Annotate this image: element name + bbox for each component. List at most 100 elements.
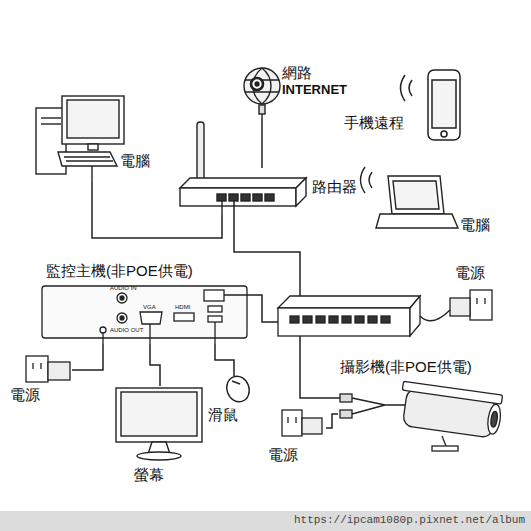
router-device-part bbox=[180, 178, 306, 188]
router-device-part bbox=[296, 178, 306, 206]
router-switch-cable-part bbox=[234, 201, 300, 298]
port-label: AUDIO OUT bbox=[110, 327, 143, 334]
label-anchor: AUDIO OUT bbox=[110, 327, 143, 334]
phone-icon bbox=[401, 70, 461, 140]
internet-globe-part bbox=[261, 114, 262, 118]
nvr-switch-cable-part bbox=[224, 295, 278, 322]
monitor-screen-part bbox=[116, 388, 202, 442]
mouse-device bbox=[223, 373, 253, 405]
router-device-part bbox=[229, 194, 238, 201]
device-sublabel: INTERNET bbox=[282, 82, 347, 98]
port-label: VGA bbox=[143, 304, 156, 311]
ip-camera bbox=[340, 381, 504, 451]
phone-icon-part bbox=[432, 80, 456, 128]
switch-camera-cable-part bbox=[300, 336, 340, 398]
nvr-recorder-part bbox=[100, 327, 106, 333]
network-switch-part bbox=[278, 296, 420, 308]
internet-globe-part bbox=[245, 68, 279, 104]
laptop-computer-part bbox=[393, 181, 439, 209]
camera-power-adapter bbox=[282, 410, 322, 436]
network-switch bbox=[278, 296, 420, 336]
nvr-recorder-part bbox=[208, 306, 222, 312]
ip-camera-part bbox=[442, 436, 446, 446]
phone-icon-part bbox=[401, 75, 413, 101]
router-device-part bbox=[221, 201, 222, 215]
watermark-text: https://ipcam1080p.pixnet.net/album bbox=[294, 514, 525, 526]
device-label: 電源 bbox=[10, 386, 40, 404]
network-switch-part bbox=[410, 296, 420, 336]
device-node: 監控主機(非POE供電) bbox=[40, 258, 252, 344]
device-node: 手機遠程 bbox=[340, 62, 468, 144]
phone-icon-part bbox=[428, 70, 460, 140]
device-node: 電源 bbox=[262, 404, 326, 466]
nvr-recorder-part bbox=[120, 296, 124, 300]
nvr-recorder-part bbox=[117, 293, 127, 303]
nvr-recorder-part bbox=[214, 322, 215, 344]
router-device-part bbox=[197, 122, 204, 182]
label-anchor: VGA bbox=[143, 304, 156, 311]
nvr-recorder-part bbox=[120, 316, 124, 320]
label-anchor: AUDIO IN bbox=[110, 285, 137, 292]
network-switch-part bbox=[290, 316, 299, 323]
router-device-part bbox=[265, 194, 274, 201]
nvr-recorder-part bbox=[102, 333, 103, 344]
nvr-power-adapter-part bbox=[48, 362, 70, 380]
monitor-screen bbox=[116, 388, 202, 460]
ip-camera-part bbox=[340, 410, 352, 418]
device-node: 路由器 bbox=[178, 168, 362, 215]
network-switch-part bbox=[368, 316, 377, 323]
nvr-recorder-part bbox=[42, 286, 247, 338]
nvr-recorder-part bbox=[117, 313, 127, 323]
watermark-band-part bbox=[0, 511, 531, 531]
mouse-device-part bbox=[223, 373, 253, 405]
router-device-part bbox=[217, 194, 226, 201]
label-anchor: HDMI bbox=[175, 304, 190, 311]
device-node: 電腦 bbox=[30, 92, 155, 182]
device-label: 手機遠程 bbox=[344, 114, 404, 132]
ip-camera-part-part bbox=[402, 381, 502, 404]
cable-connector bbox=[92, 182, 222, 238]
device-label: 電腦 bbox=[460, 216, 490, 234]
nvr-power-adapter-part bbox=[26, 356, 48, 382]
monitor-screen-part bbox=[137, 452, 181, 460]
device-node: 滑鼠 bbox=[206, 376, 262, 426]
ip-camera-part bbox=[352, 398, 405, 414]
switch-power-adapter-part bbox=[470, 290, 492, 320]
ip-camera-part bbox=[340, 394, 352, 402]
device-node: 網路INTERNET bbox=[238, 60, 363, 118]
switch-camera-cable bbox=[300, 336, 340, 398]
device-label: 電源 bbox=[455, 264, 485, 282]
device-node: 電源 bbox=[6, 350, 72, 406]
nvr-recorder-part bbox=[174, 313, 194, 321]
internet-globe bbox=[244, 68, 280, 118]
laptop-computer-part bbox=[388, 176, 444, 214]
internet-globe-part bbox=[255, 82, 259, 86]
desktop-computer bbox=[36, 96, 124, 182]
phone-icon-part bbox=[441, 131, 447, 137]
switch-power-adapter-part bbox=[420, 310, 450, 321]
cable-connector bbox=[326, 414, 338, 428]
laptop-computer-part bbox=[376, 214, 458, 228]
internet-globe-part bbox=[251, 78, 263, 90]
router-device-part bbox=[253, 194, 262, 201]
desktop-computer-part bbox=[41, 123, 61, 124]
desktop-computer-part bbox=[91, 166, 92, 182]
nvr-recorder-part bbox=[204, 290, 224, 301]
network-switch-part bbox=[381, 316, 390, 323]
network-switch-part bbox=[355, 316, 364, 323]
network-switch-part bbox=[342, 316, 351, 323]
router-device-part bbox=[180, 188, 296, 206]
port-label: HDMI bbox=[175, 304, 190, 311]
desktop-computer-part bbox=[66, 160, 113, 161]
nvr-recorder-part bbox=[140, 312, 162, 324]
ip-camera-part bbox=[432, 446, 458, 451]
switch-power-adapter bbox=[420, 290, 492, 321]
router-device-part bbox=[241, 194, 250, 201]
switch-power-adapter-part bbox=[450, 298, 470, 316]
device-label: 螢幕 bbox=[134, 466, 164, 484]
switch-power-adapter-part bbox=[484, 298, 485, 304]
nvr-switch-cable bbox=[224, 295, 278, 322]
cable-connector bbox=[72, 344, 103, 370]
device-label: 監控主機(非POE供電) bbox=[46, 262, 193, 280]
